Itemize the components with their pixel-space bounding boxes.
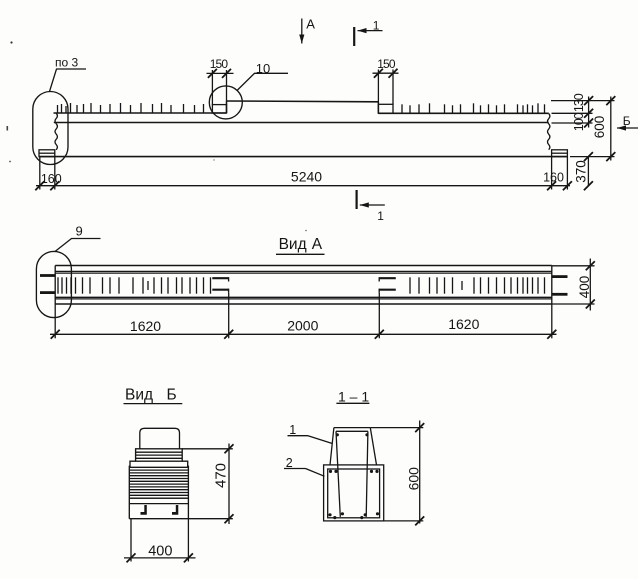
svg-text:Б: Б (167, 387, 177, 404)
svg-text:1: 1 (373, 19, 380, 33)
svg-text:2: 2 (286, 456, 293, 470)
svg-text:А: А (312, 236, 323, 253)
svg-text:2000: 2000 (287, 318, 318, 334)
svg-text:Вид: Вид (279, 236, 307, 253)
svg-text:600: 600 (592, 116, 607, 139)
svg-text:1: 1 (377, 209, 384, 223)
svg-text:10: 10 (256, 61, 270, 76)
svg-text:A: A (306, 17, 315, 32)
svg-text:1 – 1: 1 – 1 (338, 388, 369, 404)
svg-text:1620: 1620 (130, 318, 161, 334)
svg-text:5240: 5240 (291, 168, 322, 184)
svg-text:1: 1 (289, 423, 296, 437)
svg-text:370: 370 (573, 160, 588, 183)
svg-text:1620: 1620 (448, 316, 479, 332)
svg-text:130: 130 (572, 93, 586, 112)
svg-text:Б: Б (623, 114, 631, 128)
svg-text:160: 160 (543, 171, 564, 185)
svg-text:150: 150 (377, 57, 396, 71)
svg-text:160: 160 (41, 172, 62, 186)
svg-text:100: 100 (572, 112, 586, 131)
svg-text:150: 150 (210, 57, 229, 71)
svg-text:400: 400 (148, 544, 172, 560)
svg-text:600: 600 (405, 467, 421, 491)
svg-text:9: 9 (76, 224, 83, 239)
svg-text:по 3: по 3 (55, 56, 79, 70)
svg-text:470: 470 (213, 463, 230, 488)
svg-text:Вид: Вид (125, 387, 153, 404)
svg-text:400: 400 (577, 276, 592, 299)
